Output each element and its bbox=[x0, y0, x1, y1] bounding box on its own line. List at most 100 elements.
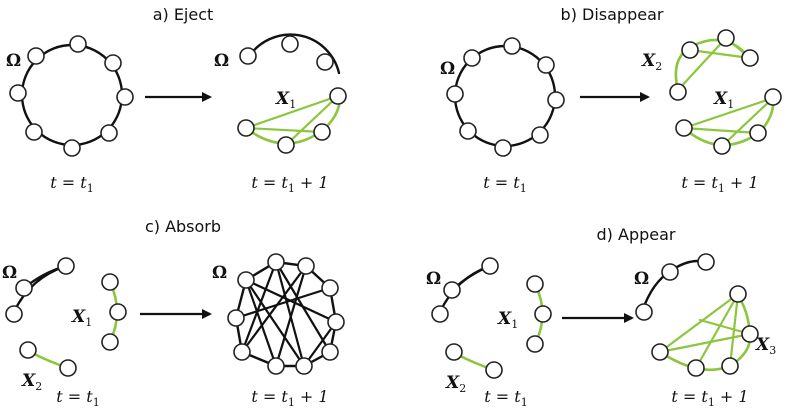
time-label-before: t = t1 bbox=[483, 173, 526, 195]
x1-edge bbox=[244, 94, 340, 130]
x1-label: X1 bbox=[497, 309, 518, 331]
x3-edge bbox=[658, 292, 740, 354]
node bbox=[57, 257, 75, 275]
node bbox=[15, 279, 33, 297]
node bbox=[267, 253, 285, 271]
node bbox=[445, 343, 463, 361]
disappear-after-graph: X2 X1 bbox=[641, 29, 782, 155]
node bbox=[227, 309, 245, 327]
node bbox=[5, 305, 23, 323]
time-label-after: t = t1 + 1 bbox=[681, 173, 758, 195]
omega-label: Ω bbox=[440, 59, 455, 79]
x2-edge bbox=[688, 48, 752, 60]
merged-edge bbox=[234, 286, 332, 320]
omega-label: Ω bbox=[634, 269, 649, 289]
omega-label: Ω bbox=[6, 51, 21, 71]
x1-edge bbox=[244, 126, 324, 134]
node bbox=[669, 83, 687, 101]
node bbox=[237, 119, 255, 137]
x3-edge bbox=[694, 292, 740, 370]
node bbox=[237, 271, 255, 289]
node bbox=[100, 124, 118, 142]
x1-edge bbox=[682, 96, 775, 130]
node bbox=[443, 281, 461, 299]
panel-absorb-caption: c) Absorb bbox=[145, 217, 221, 236]
eject-after-graph: Ω X1 bbox=[214, 33, 347, 154]
omega-label: Ω bbox=[426, 269, 441, 289]
node bbox=[675, 119, 693, 137]
node bbox=[116, 88, 134, 106]
node bbox=[295, 357, 313, 375]
x1-edge bbox=[720, 96, 775, 148]
merged-edge bbox=[274, 260, 306, 368]
omega-label: Ω bbox=[214, 51, 229, 71]
node bbox=[547, 91, 565, 109]
appear-after-graph: Ω X3 bbox=[634, 253, 776, 377]
node bbox=[233, 343, 251, 361]
node bbox=[109, 303, 127, 321]
node bbox=[764, 88, 782, 106]
node bbox=[661, 263, 679, 281]
node bbox=[69, 35, 87, 53]
node bbox=[749, 124, 767, 142]
panel-eject-caption: a) Eject bbox=[153, 5, 214, 24]
node bbox=[531, 126, 549, 144]
panel-disappear-caption: b) Disappear bbox=[561, 5, 664, 24]
node bbox=[297, 257, 315, 275]
node bbox=[534, 305, 552, 323]
node bbox=[316, 53, 334, 71]
panel-absorb: c) Absorb Ω X1 X2 t = t1 Ω bbox=[2, 217, 345, 409]
node bbox=[321, 343, 339, 361]
merged-edge bbox=[244, 278, 338, 324]
time-label-after: t = t1 + 1 bbox=[671, 387, 748, 409]
node bbox=[526, 275, 544, 293]
time-label-before: t = t1 bbox=[50, 173, 93, 195]
merged-edge bbox=[274, 260, 332, 354]
x1-label: X1 bbox=[71, 307, 92, 329]
node bbox=[9, 84, 27, 102]
panel-disappear: b) Disappear Ω t = t1 X2 bbox=[440, 5, 782, 195]
node bbox=[503, 37, 521, 55]
node bbox=[431, 305, 449, 323]
node bbox=[459, 122, 477, 140]
node bbox=[651, 343, 669, 361]
node bbox=[281, 35, 299, 53]
panel-eject: a) Eject Ω t = t1 Ω bbox=[6, 5, 347, 195]
x2-label: X2 bbox=[445, 373, 466, 395]
x1-edge bbox=[284, 94, 340, 147]
node bbox=[681, 41, 699, 59]
omega-label: Ω bbox=[2, 263, 17, 283]
node bbox=[481, 257, 499, 275]
node bbox=[729, 285, 747, 303]
x1-label: X1 bbox=[275, 89, 296, 111]
node bbox=[485, 361, 503, 379]
merged-edge bbox=[302, 320, 338, 368]
node bbox=[277, 136, 295, 154]
node bbox=[59, 359, 77, 377]
time-label-after: t = t1 + 1 bbox=[251, 173, 328, 195]
panel-appear: d) Appear Ω X1 X2 t = t1 Ω bbox=[426, 225, 776, 409]
node bbox=[697, 253, 715, 271]
panel-appear-caption: d) Appear bbox=[597, 225, 676, 244]
node bbox=[25, 123, 43, 141]
x3-edge bbox=[658, 332, 752, 354]
node bbox=[741, 325, 759, 343]
node bbox=[27, 47, 45, 65]
node bbox=[687, 359, 705, 377]
node bbox=[19, 341, 37, 359]
node bbox=[635, 303, 653, 321]
merged-edge bbox=[244, 278, 306, 368]
node bbox=[526, 335, 544, 353]
x2-label: X2 bbox=[21, 371, 42, 393]
time-label-before: t = t1 bbox=[56, 387, 99, 409]
node bbox=[446, 85, 464, 103]
x2-edge bbox=[676, 36, 728, 92]
merged-edge bbox=[274, 264, 308, 368]
absorb-after-graph: Ω bbox=[212, 253, 345, 375]
node bbox=[239, 47, 257, 65]
node bbox=[267, 357, 285, 375]
merged-edge bbox=[240, 264, 308, 354]
omega-label: Ω bbox=[212, 263, 227, 283]
x3-label: X3 bbox=[755, 335, 776, 357]
